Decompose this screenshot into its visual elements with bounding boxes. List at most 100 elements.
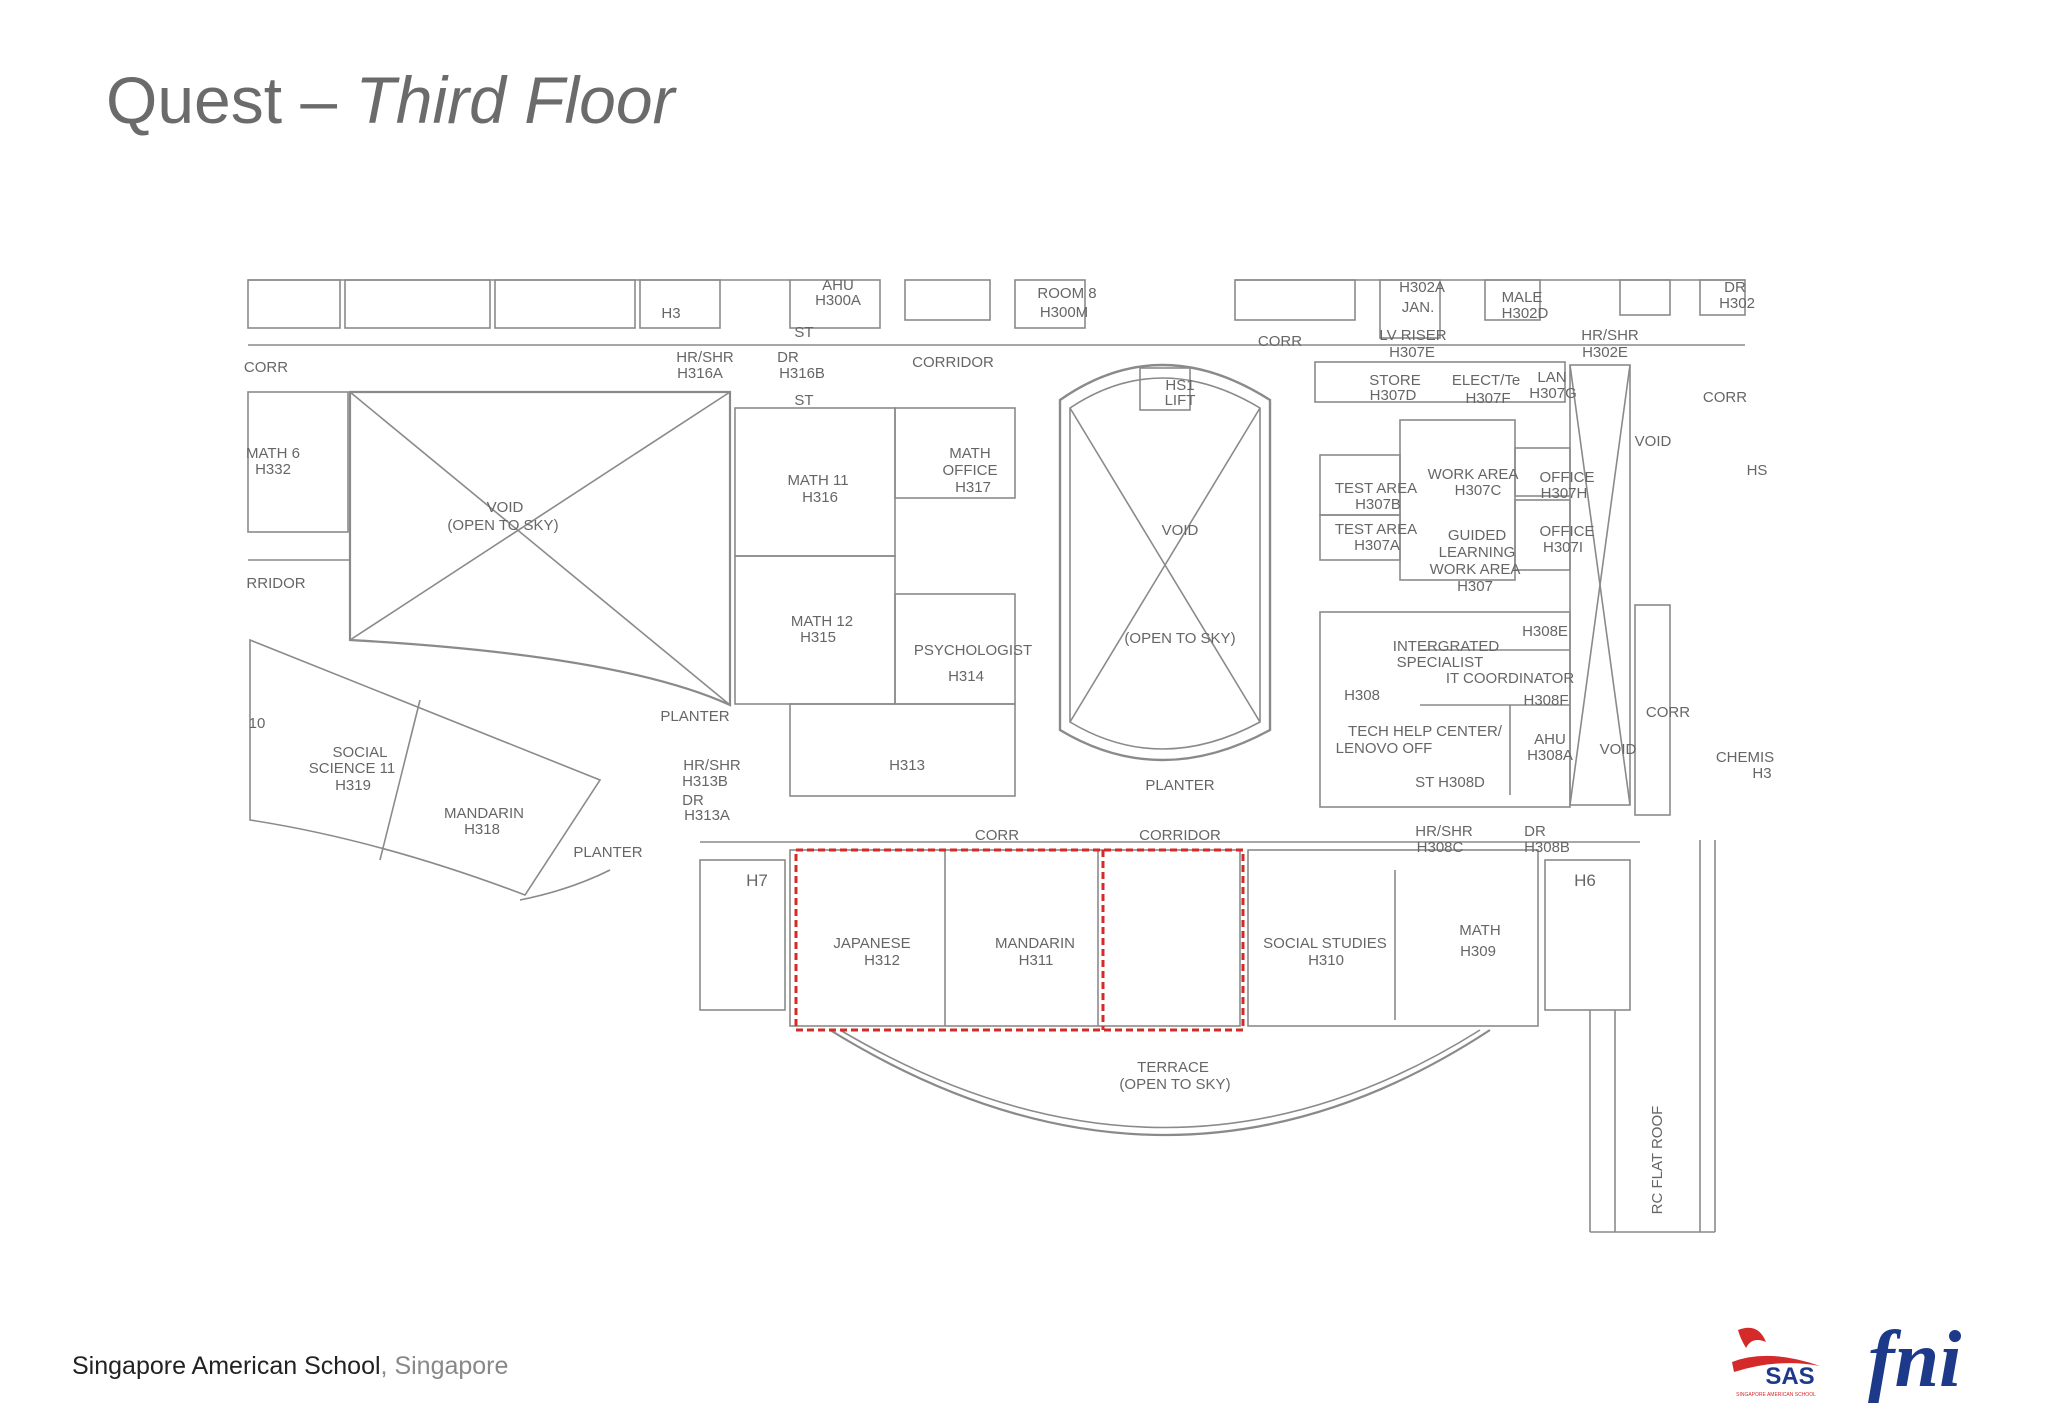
room-outline (1319, 611, 1571, 808)
label-elect: ELECT/Te (1452, 372, 1520, 389)
label-st: ST (794, 324, 813, 341)
label-it-coordinator: IT COORDINATOR (1446, 670, 1575, 687)
label-rc-flat-roof: RC FLAT ROOF (1649, 1106, 1666, 1215)
label-planter: PLANTER (1145, 777, 1214, 794)
label-math11: MATH 11 (787, 472, 848, 489)
room-outline (494, 279, 636, 329)
label-h302a: H302A (1399, 279, 1445, 296)
label-integrated: INTERGRATED (1393, 638, 1500, 655)
label-test-area: TEST AREA (1335, 480, 1417, 497)
void-outline (348, 390, 732, 707)
label-corridor: CORRIDOR (1139, 827, 1221, 844)
label-h315: H315 (800, 629, 836, 646)
footer-separator: , (380, 1352, 395, 1380)
sas-logo-text: SAS (1765, 1363, 1814, 1390)
label-h307f: H307F (1465, 390, 1510, 407)
room-outline (1234, 279, 1356, 321)
sas-logo-flame (1738, 1327, 1766, 1348)
label-math: MATH (1459, 922, 1500, 939)
label-h308b: H308B (1524, 839, 1570, 856)
room-outline (639, 279, 721, 329)
label-void-center: VOID (1162, 522, 1199, 539)
label-learning: LEARNING (1439, 544, 1516, 561)
label-male: MALE (1502, 289, 1543, 306)
title-main: Quest (106, 63, 283, 137)
label-dr-top: DR (1724, 279, 1746, 296)
terrace-arc (829, 1029, 1491, 1137)
label-h316a: H316A (677, 365, 723, 382)
void-cross (349, 391, 731, 641)
room-outline (1699, 279, 1746, 316)
label-office: OFFICE (1540, 523, 1595, 540)
label-h308a: H308A (1527, 747, 1573, 764)
label-math12: MATH 12 (791, 613, 853, 630)
label-void: VOID (487, 499, 524, 516)
label-h307e: H307E (1389, 344, 1435, 361)
stair-outline (699, 859, 786, 1011)
label-ahu: AHU (1534, 731, 1566, 748)
label-h311: H311 (1019, 952, 1054, 969)
label-math: MATH (949, 445, 990, 462)
label-h307h: H307H (1541, 485, 1588, 502)
label-h308: H308 (1344, 687, 1380, 704)
terrace-arc (839, 1029, 1481, 1129)
label-h307i: H307I (1543, 539, 1583, 556)
label-lift: LIFT (1165, 392, 1196, 409)
label-jan: JAN. (1402, 299, 1435, 316)
label-h308f: H308F (1523, 692, 1568, 709)
void-cross (1569, 364, 1631, 806)
label-corr: CORR (1258, 333, 1302, 350)
label-lv-riser: LV RISER (1379, 327, 1446, 344)
room-outline (1247, 849, 1539, 1027)
room-outline (247, 391, 349, 533)
sas-logo-swoosh (1732, 1355, 1820, 1372)
room-outline (1379, 279, 1441, 339)
room-outline (904, 279, 991, 321)
void-outline (1058, 363, 1272, 762)
label-social: SOCIAL (332, 744, 387, 761)
label-hs: HS (1747, 462, 1768, 479)
label-lan: LAN (1537, 369, 1566, 386)
footer-caption: Singapore American School, Singapore (72, 1352, 508, 1381)
label-terrace-open-sky: (OPEN TO SKY) (1119, 1076, 1230, 1093)
room-outline (1484, 279, 1541, 321)
label-dr: DR (682, 792, 704, 809)
void-cross (349, 391, 731, 706)
wing-outline (249, 638, 602, 896)
label-terrace: TERRACE (1137, 1059, 1209, 1076)
footer-school: Singapore American School (72, 1352, 381, 1380)
sas-logo-caption: SINGAPORE AMERICAN SCHOOL (1736, 1392, 1816, 1398)
label-science11: SCIENCE 11 (309, 760, 395, 777)
wall-line (379, 699, 421, 861)
label-h318: H318 (464, 821, 500, 838)
label-social-studies: SOCIAL STUDIES (1263, 935, 1387, 952)
label-h3-right: H3 (1752, 765, 1771, 782)
label-dr: DR (777, 349, 799, 366)
label-h307b: H307B (1355, 496, 1401, 513)
label-h313b: H313B (682, 773, 728, 790)
room-outline (1619, 279, 1671, 316)
label-h3: H3 (661, 305, 680, 322)
lift-outline (1139, 367, 1191, 411)
label-h6: H6 (1574, 871, 1596, 890)
highlight-box (794, 848, 1245, 1032)
label-corridor: CORRIDOR (912, 354, 994, 371)
void-outline (1569, 364, 1631, 806)
wall-line (519, 869, 611, 901)
label-h316: H316 (802, 489, 838, 506)
void-cross (1069, 407, 1261, 723)
label-planter: PLANTER (573, 844, 642, 861)
label-void: VOID (1600, 741, 1637, 758)
room-outline (247, 279, 341, 329)
label-corr: CORR (1646, 704, 1690, 721)
label-specialist: SPECIALIST (1397, 654, 1484, 671)
label-h302: H302 (1719, 295, 1755, 312)
label-psychologist: PSYCHOLOGIST (914, 642, 1032, 659)
label-work-area: WORK AREA (1428, 466, 1519, 483)
corridor-outline (1634, 604, 1671, 816)
label-h310: H310 (1308, 952, 1344, 969)
sas-logo: SAS SINGAPORE AMERICAN SCHOOL (1732, 1327, 1820, 1398)
room-outline (789, 279, 881, 329)
label-hrshr: HR/SHR (1581, 327, 1639, 344)
